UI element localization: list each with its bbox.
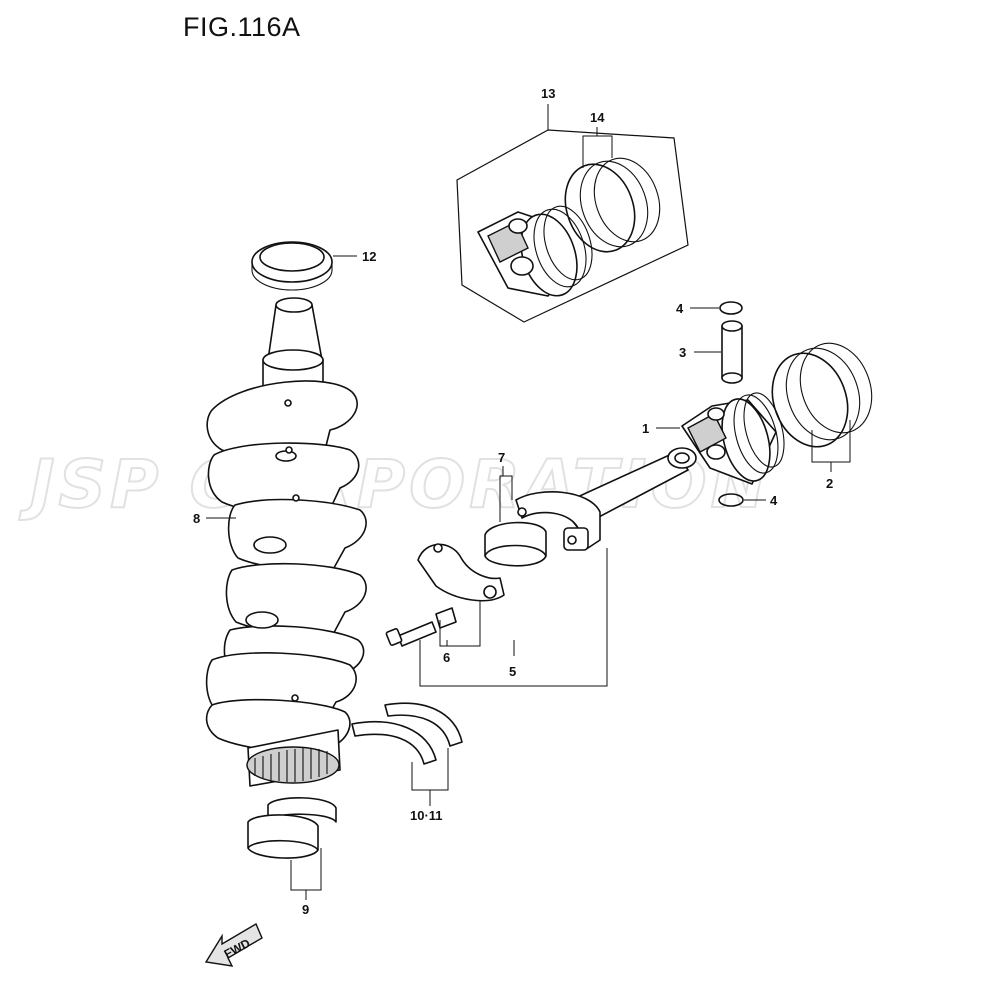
callout-12: 12 (362, 249, 376, 264)
callout-8: 8 (193, 511, 200, 526)
callout-4-bottom: 4 (770, 493, 778, 508)
figure-title: FIG.116A (183, 12, 301, 42)
callout-4-top: 4 (676, 301, 684, 316)
callout-10-11: 10·11 (410, 808, 443, 823)
callout-5: 5 (509, 664, 516, 679)
callout-2: 2 (826, 476, 833, 491)
callout-6: 6 (443, 650, 450, 665)
callout-13: 13 (541, 86, 555, 101)
fwd-direction-arrow: FWD (204, 922, 263, 967)
piston-inset-box: 13 14 (456, 86, 689, 323)
callout-9: 9 (302, 902, 309, 917)
inset-piston-rings (564, 157, 661, 253)
crankshaft: 8 (193, 297, 367, 787)
callout-3: 3 (679, 345, 686, 360)
callout-7: 7 (498, 450, 505, 465)
thrust-washers: 10·11 (351, 702, 463, 823)
inset-piston (477, 205, 593, 297)
connecting-rod: 7 6 5 (385, 447, 697, 687)
callout-14: 14 (590, 110, 605, 125)
callout-1: 1 (642, 421, 649, 436)
oil-seal: 12 (251, 241, 376, 291)
piston-assembly: 1 4 3 4 2 (642, 301, 873, 508)
main-bearing: 9 (247, 797, 337, 917)
